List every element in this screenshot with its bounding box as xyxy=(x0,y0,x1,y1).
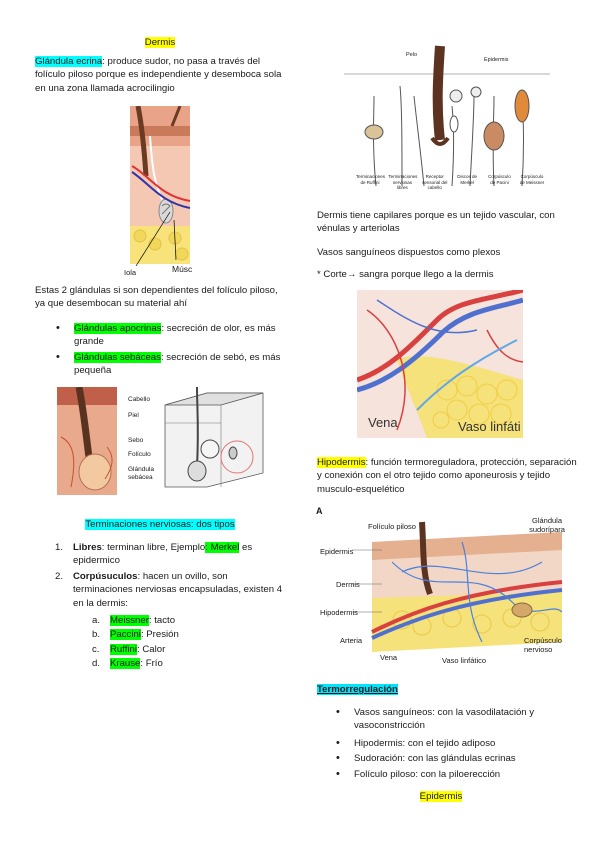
eccrine-label: Glándula ecrina xyxy=(35,56,103,67)
fig5-label-epidermis: Epidermis xyxy=(320,547,354,556)
thermo-item: Hipodermis: con el tejido adiposo xyxy=(336,737,554,751)
fig3-caption: Discos de Merkel xyxy=(457,174,478,185)
fig5-label-arteria: Arteria xyxy=(340,636,363,645)
thermo-title: Termorregulación xyxy=(317,683,398,696)
epidermis-title-text: Epidermis xyxy=(419,791,463,802)
libres-label: Libres xyxy=(73,542,102,553)
nerve-type-libres: 1. Libres: terminan libre, Ejemplo: Merk… xyxy=(55,541,290,568)
gland-apocrine-item: Glándulas apocrinas: secreción de olor, … xyxy=(56,322,290,349)
eccrine-text: : produce sudor, no pasa a través del fo… xyxy=(35,56,282,94)
hypodermis-text: : función termoreguladora, protección, s… xyxy=(317,457,577,495)
thermo-item: Sudoración: con las glándulas ecrinas xyxy=(336,752,554,766)
nerve-type-number: 2. xyxy=(55,571,64,582)
fig2-label-foliculo: Folículo xyxy=(128,451,151,458)
section-title-dermis: Dermis xyxy=(30,36,290,49)
fig5-label-hipodermis: Hipodermis xyxy=(320,608,358,617)
fig3-caption: Corpúsculo de Pacini xyxy=(488,174,511,185)
fig5-label-dermis: Dermis xyxy=(336,580,360,589)
corpuscle-desc: : Presión xyxy=(140,629,179,640)
fig4-label-vena: Vena xyxy=(368,415,398,430)
corpuscle-ruffini: c. Ruffini: Calor xyxy=(92,643,166,656)
thermo-item: Vasos sanguíneos: con la vasodilatación … xyxy=(336,706,554,733)
fig2-label-glandula: Glándula sebácea xyxy=(128,466,155,481)
fig1-label-a: Iola xyxy=(124,268,137,277)
sebaceous-label: Glándulas sebáceas xyxy=(74,352,161,363)
fig1-label-b: Músc xyxy=(172,264,193,274)
corpuscle-name: Ruffini xyxy=(110,644,138,655)
corpuscle-desc: : Calor xyxy=(137,644,166,655)
fig3-label-pelo: Pelo xyxy=(406,52,418,58)
hypodermis-label: Hipodermis xyxy=(317,457,366,468)
corpuscle-name: Krause xyxy=(110,658,141,669)
apocrine-text: : secreción de olor, es más grande xyxy=(74,323,276,348)
fig3-captions: Terminaciones de Ruffini Terminaciones n… xyxy=(356,174,546,191)
receptors-figure xyxy=(344,36,550,198)
corpuscle-meissner: a. Meissner: tacto xyxy=(92,614,176,627)
nerve-title-text: Terminaciones nerviosas: dos tipos xyxy=(85,519,235,530)
gland-sebaceous-item: Glándulas sebáceas: secreción de sebó, e… xyxy=(56,351,290,378)
corpuscle-krause: d. Krause: Frío xyxy=(92,657,163,670)
dermis-title-text: Dermis xyxy=(144,37,176,48)
fig3-caption: Terminaciones nerviosas libres xyxy=(388,174,418,190)
corpuscle-letter: b. xyxy=(92,629,101,640)
corpuscle-name: Meissner xyxy=(110,615,149,626)
merkel-example: : Merkel xyxy=(205,542,240,553)
fig3-caption: Receptor sensorial del cabello xyxy=(422,174,448,190)
corpuscle-letter: a. xyxy=(92,615,101,626)
thermo-title-text: Termorregulación xyxy=(317,684,398,695)
corpusculos-label: Corpúsuculos xyxy=(73,571,138,582)
epidermis-title: Epidermis xyxy=(317,790,565,803)
fig4-label-vaso: Vaso linfáti xyxy=(458,419,521,434)
fig5-label-vaso: Vaso linfático xyxy=(442,656,487,665)
fig3-caption: Corpúsculo de Meissner xyxy=(519,174,545,185)
cut-note: * Corte→ sangra porque llego a la dermis xyxy=(317,269,494,280)
fig2-label-cabello: Cabello xyxy=(128,396,151,403)
fig2-label-sebo: Sebo xyxy=(128,437,144,444)
fig5-label-vena: Vena xyxy=(380,653,398,662)
corpuscle-desc: : tacto xyxy=(148,615,176,626)
thermo-item: Folículo piloso: con la piloerección xyxy=(336,768,554,782)
apocrine-label: Glándulas apocrinas xyxy=(74,323,162,334)
eccrine-gland-figure xyxy=(120,106,200,276)
nerve-type-number: 1. xyxy=(55,542,64,553)
fig2-label-piel: Piel xyxy=(128,412,139,419)
glands-intro: Estas 2 glándulas si son dependientes de… xyxy=(35,285,278,310)
fig3-label-epidermis: Epidermis xyxy=(484,57,509,63)
fig5-label-glandula: Glándula sudorípara xyxy=(529,516,565,534)
hypodermis-paragraph: Hipodermis: función termoreguladora, pro… xyxy=(317,456,579,496)
capillaries-text: Dermis tiene capilares porque es un teji… xyxy=(317,210,555,235)
fig5-label-corpusculo: Corpúsculo nervioso xyxy=(524,636,562,654)
sebaceous-gland-figure xyxy=(57,387,267,497)
vessels-figure xyxy=(357,290,523,438)
fig5-label-foliculo: Folículo piloso xyxy=(368,522,416,531)
fig1-leader-lines xyxy=(135,211,177,267)
corpuscle-letter: c. xyxy=(92,644,100,655)
corpuscle-letter: d. xyxy=(92,658,101,669)
plexus-text: Vasos sanguíneos dispuestos como plexos xyxy=(317,247,501,258)
corpuscle-desc: : Frío xyxy=(140,658,163,669)
eccrine-paragraph: Glándula ecrina: produce sudor, no pasa … xyxy=(35,55,290,95)
corpuscle-paccini: b. Paccini: Presión xyxy=(92,628,179,641)
skin-layers-figure xyxy=(312,502,590,672)
fig5-label-letter: A xyxy=(316,506,323,516)
libres-text: : terminan libre, Ejemplo xyxy=(101,542,206,553)
corpusculos-text: : hacen un ovillo, son terminaciones ner… xyxy=(73,571,283,609)
fig3-caption: Terminaciones de Ruffini xyxy=(356,174,386,185)
libres-tail: es epidermico xyxy=(73,542,253,567)
nerve-title: Terminaciones nerviosas: dos tipos xyxy=(30,518,290,531)
corpuscle-name: Paccini xyxy=(110,629,141,640)
sebaceous-text: : secreción de sebó, es más pequeña xyxy=(74,352,281,377)
nerve-type-corpusculos: 2. Corpúsuculos: hacen un ovillo, son te… xyxy=(55,570,290,610)
